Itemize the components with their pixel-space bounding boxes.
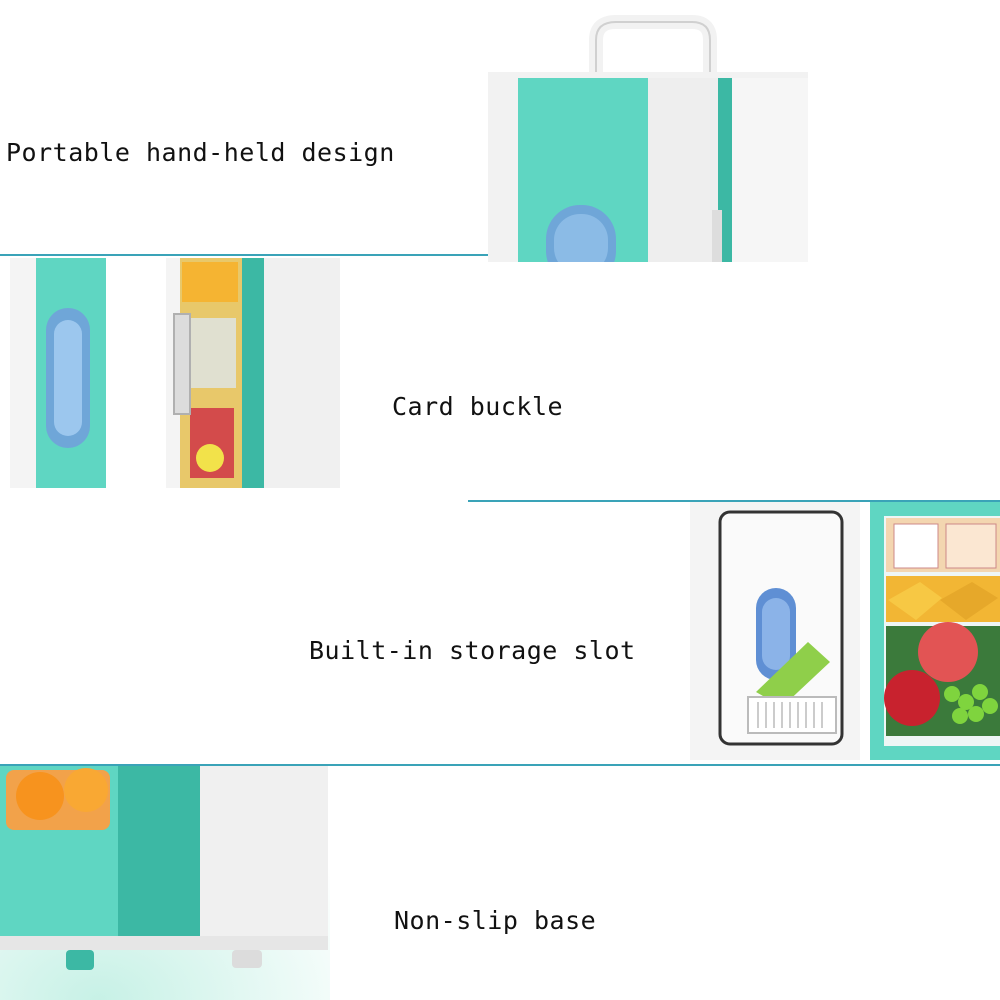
feature-caption-non-slip: Non-slip base	[394, 906, 597, 935]
divider-line	[0, 254, 488, 256]
storage-slot-image	[690, 502, 1000, 764]
feature-caption-storage-slot: Built-in storage slot	[309, 636, 636, 665]
divider-line	[0, 764, 1000, 766]
feature-caption-handheld: Portable hand-held design	[6, 138, 395, 167]
door-latch-image	[10, 258, 340, 488]
rubber-foot-image	[0, 766, 330, 1000]
divider-line	[468, 500, 1000, 502]
fridge-handle-image	[488, 0, 808, 262]
feature-caption-card-buckle: Card buckle	[392, 392, 564, 421]
